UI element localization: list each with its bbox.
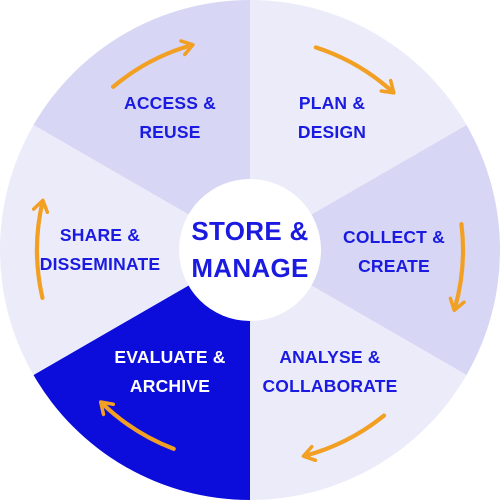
stage-evaluate-archive-line2: ARCHIVE: [129, 376, 211, 396]
stage-analyse-collaborate-line2: COLLABORATE: [262, 376, 398, 396]
stage-access-reuse-line2: REUSE: [139, 122, 201, 142]
stage-collect-create-line2: CREATE: [358, 256, 430, 276]
stage-plan-design-line2: DESIGN: [297, 122, 367, 142]
stage-share-disseminate-line2: DISSEMINATE: [39, 254, 161, 274]
cycle-arrow-share-disseminate: [31, 198, 50, 301]
stage-collect-create-line1: COLLECT &: [343, 227, 445, 247]
stage-label-analyse-collaborate: ANALYSE & COLLABORATE: [262, 343, 397, 401]
stage-label-plan-design: PLAN & DESIGN: [298, 89, 366, 147]
segment-share-disseminate: [0, 125, 250, 375]
stage-analyse-collaborate-line1: ANALYSE &: [279, 347, 381, 367]
center-label-line1: STORE &: [191, 216, 309, 246]
segment-access-reuse: [33, 0, 250, 250]
stage-share-disseminate-line1: SHARE &: [59, 225, 141, 245]
stage-label-collect-create: COLLECT & CREATE: [343, 223, 445, 281]
cycle-arrow-plan-design: [313, 45, 396, 95]
cycle-arrow-evaluate-archive: [99, 400, 176, 451]
segment-analyse-collaborate: [250, 250, 467, 500]
stage-label-evaluate-archive: EVALUATE & ARCHIVE: [114, 343, 225, 401]
segment-collect-create: [250, 125, 500, 375]
center-circle: [179, 179, 321, 321]
cycle-arrow-collect-create: [448, 221, 466, 313]
segment-plan-design: [250, 0, 467, 250]
cycle-arrows: [31, 39, 466, 463]
cycle-arrow-access-reuse: [110, 39, 195, 89]
center-label-line2: MANAGE: [191, 253, 309, 283]
stage-access-reuse-line1: ACCESS &: [123, 93, 217, 113]
stage-label-access-reuse: ACCESS & REUSE: [124, 89, 216, 147]
cycle-arrow-analyse-collaborate: [301, 413, 387, 463]
stage-plan-design-line1: PLAN &: [298, 93, 366, 113]
stage-evaluate-archive-line1: EVALUATE &: [114, 347, 226, 367]
segment-evaluate-archive: [33, 250, 250, 500]
center-label: STORE & MANAGE: [191, 213, 308, 287]
stage-label-share-disseminate: SHARE & DISSEMINATE: [40, 221, 161, 279]
